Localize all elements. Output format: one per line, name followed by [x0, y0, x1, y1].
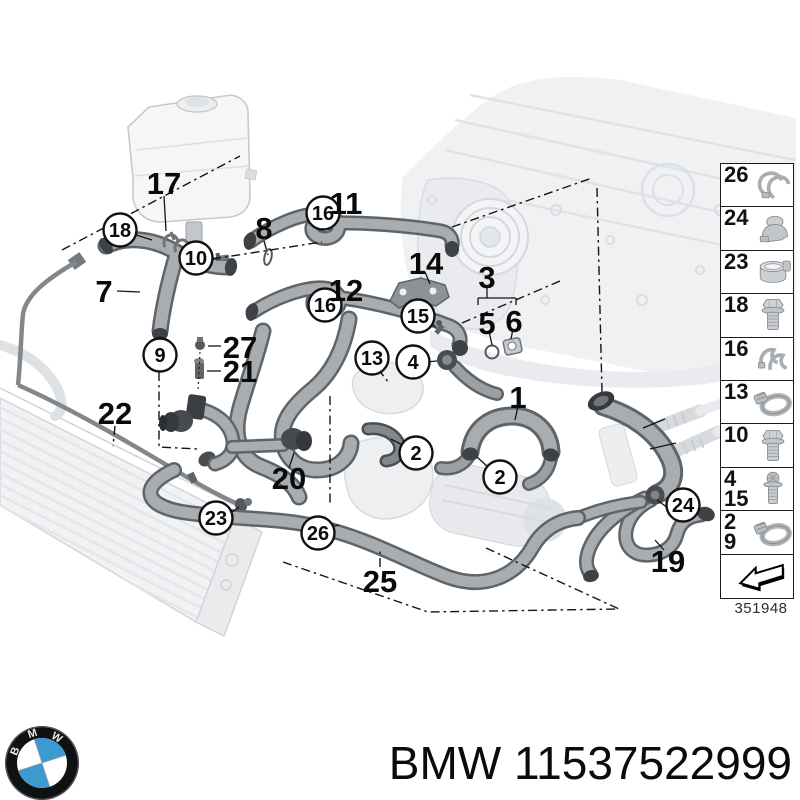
- logo-letter-b: B: [8, 745, 22, 757]
- coolant-pipe-22: [15, 252, 252, 512]
- legend-item-number: 16: [724, 335, 749, 361]
- callout-18: 18: [109, 220, 131, 242]
- callout-circle-2: [398, 435, 434, 471]
- callout-circle-16: [307, 287, 343, 323]
- legend-item-10: 10: [721, 422, 793, 468]
- valve-21: [194, 358, 204, 379]
- callout-21: 21: [223, 354, 257, 389]
- legend-item-number: 26: [724, 162, 749, 187]
- callout-13: 13: [361, 348, 383, 370]
- direction-arrow-icon: [731, 557, 793, 595]
- callout-9: 9: [154, 345, 165, 367]
- callout-22: 22: [98, 396, 132, 431]
- hose-11: [243, 206, 460, 257]
- legend-item-arrow: [721, 554, 793, 598]
- parts-diagram-svg: 1718108791611161214153564132721222212023…: [0, 76, 796, 637]
- bmw-logo: B M W: [2, 723, 86, 800]
- sensor-27: [195, 337, 205, 350]
- callout-circle-16: [305, 195, 341, 231]
- o-ring-8: [263, 248, 273, 266]
- coolant-pump-watermark: [343, 361, 638, 547]
- callout-27: 27: [223, 330, 257, 365]
- stud-bolt-icon: [753, 470, 793, 508]
- callout-circle-26: [300, 515, 336, 551]
- callout-16: 16: [314, 295, 336, 317]
- callout-circle-23: [198, 500, 234, 536]
- logo-letter-m: M: [26, 727, 38, 741]
- callout-circle-9: [142, 337, 178, 373]
- callout-circle-15: [400, 298, 436, 334]
- callout-circle-10: [178, 240, 214, 276]
- callout-circle-2: [482, 459, 518, 495]
- callout-15: 15: [407, 306, 429, 328]
- callout-4: 4: [407, 352, 419, 374]
- callout-circle-24: [665, 487, 701, 523]
- part-number-text: 11537522999: [514, 737, 792, 789]
- callout-14: 14: [409, 246, 444, 281]
- callout-20: 20: [272, 461, 306, 496]
- band-clamp-icon: [753, 253, 793, 291]
- legend-item-24: 24: [721, 205, 793, 251]
- legend-item-number: 13: [724, 378, 749, 404]
- hose-thermostat: [437, 350, 504, 401]
- bracket-clamp-icon: [753, 210, 793, 248]
- part-number-title: BMW 11537522999: [389, 736, 792, 790]
- callout-2: 2: [410, 443, 421, 465]
- callout-5: 5: [478, 306, 495, 341]
- callout-16: 16: [312, 203, 334, 225]
- expansion-tank-watermark: [127, 94, 258, 251]
- worm-clamp-icon: [753, 513, 793, 551]
- callout-circle-18: [102, 212, 138, 248]
- hose-20-assembly: [159, 310, 360, 506]
- callout-circle-13: [354, 340, 390, 376]
- legend-item-26: 26: [721, 162, 793, 208]
- clip-clamp-icon: [753, 166, 793, 204]
- callout-26: 26: [307, 523, 329, 545]
- hose-7: [97, 231, 238, 340]
- callout-12: 12: [329, 273, 363, 308]
- callout-19: 19: [651, 544, 685, 579]
- legend-item-number: 24: [724, 205, 749, 231]
- hose-19-assembly: [571, 391, 715, 583]
- callout-10: 10: [185, 248, 207, 270]
- diagram-code: 351948: [734, 600, 788, 617]
- callout-8: 8: [255, 211, 272, 246]
- callout-25: 25: [363, 564, 397, 599]
- flange-bolt-icon: [753, 427, 793, 465]
- legend-item-16: 16: [721, 335, 793, 381]
- callout-11: 11: [330, 186, 363, 221]
- callout-2: 2: [494, 467, 505, 489]
- callout-1: 1: [509, 380, 526, 415]
- callout-24: 24: [672, 495, 695, 517]
- callout-17: 17: [147, 166, 181, 201]
- brand-text: BMW: [388, 737, 502, 789]
- o-ring-5: [484, 344, 500, 360]
- hose-1: [434, 406, 561, 491]
- callout-6: 6: [505, 304, 522, 339]
- legend-item-23: 23: [721, 248, 793, 295]
- legend-item-number: 23: [724, 248, 749, 274]
- legend-item-18: 18: [721, 292, 793, 338]
- callout-23: 23: [205, 508, 227, 530]
- callout-7: 7: [95, 274, 112, 309]
- bolt-part-15: [434, 320, 445, 335]
- flange-bolt-icon: [753, 296, 793, 334]
- gasket-6: [502, 337, 523, 356]
- legend-item-number: 10: [724, 422, 749, 448]
- radiator-watermark: [0, 340, 263, 637]
- callout-circle-4: [395, 344, 431, 380]
- hose-25: [142, 451, 586, 590]
- callout-3: 3: [478, 260, 495, 295]
- worm-clamp-icon: [753, 383, 793, 421]
- spring-clamp-icon: [753, 340, 793, 378]
- legend-item-number: 18: [724, 292, 749, 318]
- legend-item-13: 13: [721, 378, 793, 425]
